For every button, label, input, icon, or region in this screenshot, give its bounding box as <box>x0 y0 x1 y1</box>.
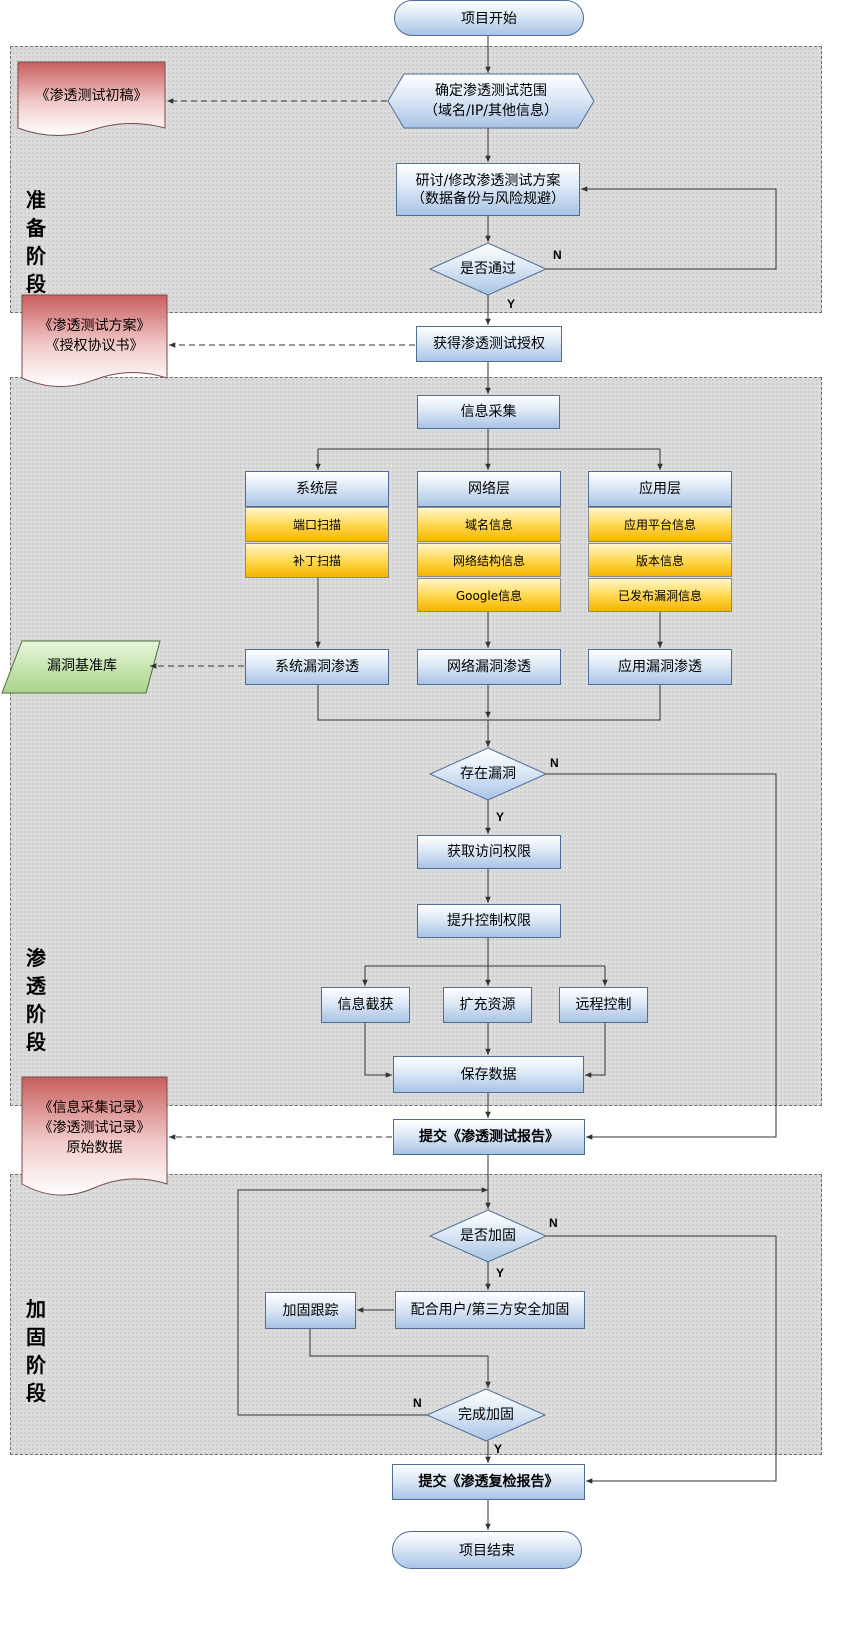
end-node: 项目结束 <box>392 1531 582 1569</box>
expand-node: 扩充资源 <box>443 987 532 1023</box>
pen-system-node: 系统漏洞渗透 <box>245 649 389 685</box>
approve-no-label: N <box>553 248 562 262</box>
save-data-node: 保存数据 <box>393 1056 584 1093</box>
intercept-node: 信息截获 <box>321 987 410 1023</box>
need-harden-no-label: N <box>549 1216 558 1230</box>
records-document-shape <box>21 1076 168 1196</box>
plan-documents-line-2: 《授权协议书》 <box>45 338 144 354</box>
records-document: 《信息采集记录》 《渗透测试记录》 原始数据 <box>22 1098 167 1158</box>
draft-document-line-1: 《渗透测试初稿》 <box>35 88 148 104</box>
pen-network-node: 网络漏洞渗透 <box>417 649 561 685</box>
layer-system: 系统层 <box>245 471 389 507</box>
track-node: 加固跟踪 <box>265 1292 356 1329</box>
app-item-version: 版本信息 <box>588 543 732 577</box>
has-vuln-decision: 存在漏洞 <box>460 766 516 782</box>
remote-node: 远程控制 <box>559 987 648 1023</box>
done-harden-decision: 完成加固 <box>458 1407 514 1423</box>
pen-application-node: 应用漏洞渗透 <box>588 649 732 685</box>
plan-documents: 《渗透测试方案》 《授权协议书》 <box>22 316 167 356</box>
records-document-line-3: 原始数据 <box>66 1140 123 1156</box>
plan-documents-line-1: 《渗透测试方案》 <box>38 318 151 334</box>
has-vuln-yes-label: Y <box>496 810 505 824</box>
plan-node: 研讨/修改渗透测试方案 （数据备份与风险规避） <box>396 163 580 216</box>
net-item-topology: 网络结构信息 <box>417 543 561 577</box>
sys-item-patch-scan: 补丁扫描 <box>245 543 389 578</box>
phase-label-harden: 加固阶段 <box>26 1297 46 1405</box>
phase-label-prepare: 准备阶段 <box>26 188 46 296</box>
vuln-db-label: 漏洞基准库 <box>47 658 117 674</box>
draft-document-shape <box>17 61 166 137</box>
authorize-node: 获得渗透测试授权 <box>416 326 562 362</box>
layer-network: 网络层 <box>417 471 561 507</box>
plan-line-1: 研讨/修改渗透测试方案 <box>415 172 561 189</box>
has-vuln-no-label: N <box>550 756 559 770</box>
records-document-line-1: 《信息采集记录》 <box>38 1100 151 1116</box>
net-item-google: Google信息 <box>417 578 561 612</box>
net-item-domain: 域名信息 <box>417 507 561 542</box>
need-harden-decision: 是否加固 <box>460 1228 516 1244</box>
sys-item-port-scan: 端口扫描 <box>245 507 389 542</box>
plan-documents-shape <box>21 294 168 388</box>
scope-line-2: （域名/IP/其他信息） <box>423 103 558 119</box>
scope-hexagon-shape <box>387 73 595 129</box>
scope-line-1: 确定渗透测试范围 <box>435 83 547 99</box>
done-harden-yes-label: Y <box>494 1442 503 1456</box>
need-harden-yes-label: Y <box>496 1266 505 1280</box>
escalate-node: 提升控制权限 <box>417 904 561 938</box>
submit-report-node: 提交《渗透测试报告》 <box>393 1119 585 1155</box>
scope-node: 确定渗透测试范围 （域名/IP/其他信息） <box>388 76 594 126</box>
vuln-db-shape <box>1 640 161 694</box>
start-node: 项目开始 <box>394 0 584 36</box>
app-item-platform: 应用平台信息 <box>588 507 732 542</box>
submit-recheck-node: 提交《渗透复检报告》 <box>392 1464 585 1500</box>
get-access-node: 获取访问权限 <box>417 835 561 869</box>
plan-line-2: （数据备份与风险规避） <box>411 190 565 207</box>
done-harden-no-label: N <box>413 1396 422 1410</box>
draft-document: 《渗透测试初稿》 <box>18 86 165 106</box>
layer-application: 应用层 <box>588 471 732 507</box>
cooperate-node: 配合用户/第三方安全加固 <box>395 1291 585 1329</box>
app-item-published-vulns: 已发布漏洞信息 <box>588 578 732 612</box>
records-document-line-2: 《渗透测试记录》 <box>38 1120 151 1136</box>
collect-node: 信息采集 <box>417 395 560 429</box>
done-harden-diamond-shape <box>425 1388 547 1442</box>
approve-yes-label: Y <box>507 297 516 311</box>
phase-label-penetrate: 渗透阶段 <box>26 946 46 1054</box>
approve-decision: 是否通过 <box>460 261 516 277</box>
